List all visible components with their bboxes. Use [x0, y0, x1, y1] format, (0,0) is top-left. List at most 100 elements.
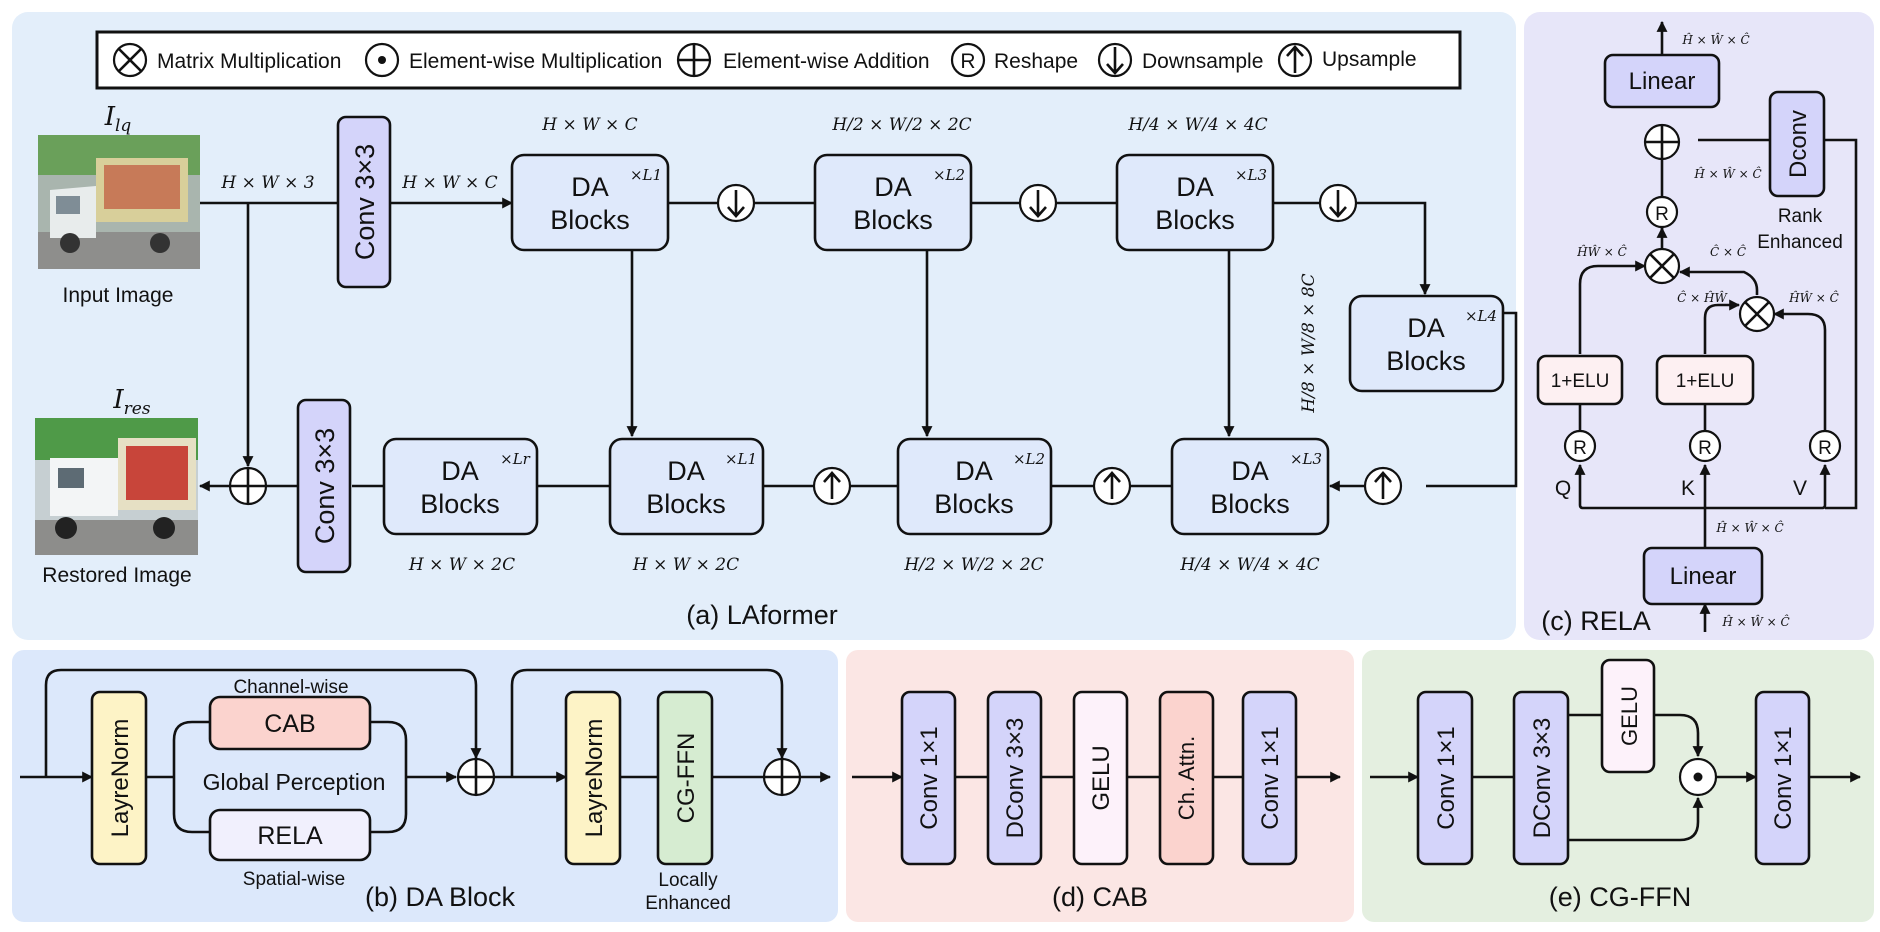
panel-a-caption: (a) LAformer — [686, 600, 838, 630]
legend-elemmul-label: Element-wise Multiplication — [409, 50, 662, 73]
svg-text:Blocks: Blocks — [420, 489, 500, 519]
da-block-dec2: DA Blocks ×L2 — [896, 437, 1053, 536]
rela-dim-in: Ĥ × Ŵ × Ĉ — [1721, 613, 1789, 629]
cab-gelu: GELU — [1088, 745, 1115, 810]
legend-matmul-label: Matrix Multiplication — [157, 50, 341, 73]
input-image — [38, 135, 200, 269]
da-block-add-1 — [456, 757, 496, 797]
upsample-node-3 — [812, 466, 852, 506]
legend: Matrix Multiplication Element-wise Multi… — [95, 30, 1462, 90]
cab-label: CAB — [264, 710, 315, 738]
da-block-dec1: DA Blocks ×L1 — [608, 437, 765, 536]
elemmul-icon — [364, 42, 400, 78]
rela-matmul-kv-icon — [1738, 295, 1776, 333]
svg-text:R: R — [1573, 438, 1587, 459]
svg-text:×L4: ×L4 — [1465, 307, 1497, 325]
rela-reshape-k: R — [1688, 429, 1722, 463]
panel-a-background — [12, 12, 1516, 640]
cgffn-conv2: Conv 1×1 — [1770, 726, 1797, 829]
dim-bottleneck: H/8 × W/8 × 8C — [1299, 273, 1319, 413]
conv-in-box — [336, 115, 392, 289]
rela-dconv: Dconv — [1785, 110, 1812, 178]
da-block-refine: DA Blocks ×Lr — [382, 437, 539, 536]
svg-text:DA: DA — [1407, 313, 1445, 343]
svg-text:DA: DA — [1231, 456, 1269, 486]
cgffn-gelu: GELU — [1617, 686, 1642, 746]
rela-elu-k-box — [1655, 354, 1755, 406]
enhanced-label: Enhanced — [645, 893, 731, 914]
da-block-add-2 — [762, 757, 802, 797]
layernorm-2-box — [564, 690, 622, 866]
dim-input: H × W × 3 — [220, 173, 314, 193]
svg-text:×L3: ×L3 — [1235, 166, 1267, 184]
dim-dec3: H/4 × W/4 × 4C — [1179, 555, 1319, 575]
rela-v: V — [1793, 477, 1807, 500]
dim-refine: H × W × 2C — [408, 555, 515, 575]
svg-text:×L2: ×L2 — [933, 166, 965, 184]
cg-ffn-box — [656, 690, 714, 866]
rela-k: K — [1681, 477, 1695, 500]
legend-box — [95, 30, 1462, 90]
dim-enc3: H/4 × W/4 × 4C — [1127, 115, 1267, 135]
svg-text:Blocks: Blocks — [646, 489, 726, 519]
cab-gelu-box — [1072, 690, 1129, 866]
cab-attn-box — [1158, 690, 1215, 866]
locally-label: Locally — [658, 870, 718, 891]
upsample-node-2 — [1092, 466, 1132, 506]
rela-enhanced: Enhanced — [1757, 232, 1843, 253]
legend-elemadd-label: Element-wise Addition — [723, 50, 930, 73]
svg-text:×Lr: ×Lr — [500, 450, 531, 468]
svg-text:DA: DA — [667, 456, 705, 486]
spatial-wise-label: Spatial-wise — [243, 869, 345, 890]
rela-linear-top-box — [1603, 53, 1721, 109]
restored-image — [35, 418, 198, 555]
upsample-icon — [1277, 42, 1313, 78]
dim-dec2: H/2 × W/2 × 2C — [903, 555, 1043, 575]
downsample-icon — [1097, 42, 1133, 78]
cg-ffn-label: CG-FFN — [673, 733, 700, 824]
legend-upsample-label: Upsample — [1322, 48, 1417, 71]
cgffn-elemmul-icon — [1678, 757, 1718, 797]
da-block-enc1: DA Blocks ×L1 — [510, 153, 670, 252]
rela-linear-bottom: Linear — [1670, 563, 1737, 590]
svg-text:DA: DA — [1176, 172, 1214, 202]
rela-q: Q — [1555, 477, 1571, 500]
input-image-label: Input Image — [63, 284, 174, 307]
channel-wise-label: Channel-wise — [233, 677, 348, 698]
cab-conv2-box — [1241, 690, 1298, 866]
downsample-node-2 — [1018, 183, 1058, 223]
svg-text:×L1: ×L1 — [725, 450, 757, 468]
dim-enc2: H/2 × W/2 × 2C — [831, 115, 971, 135]
rela-linear-bottom-box — [1642, 546, 1764, 606]
laformer-connections — [198, 197, 1518, 492]
cab-dconv-box — [986, 690, 1043, 866]
da-block-connections — [20, 668, 832, 834]
cgffn-conv1: Conv 1×1 — [1433, 726, 1460, 829]
upsample-node-1 — [1363, 466, 1403, 506]
panel-b-caption: (b) DA Block — [365, 882, 516, 912]
output-symbol: Ires — [112, 385, 150, 419]
dim-enc1: H × W × C — [541, 115, 637, 135]
svg-text:Blocks: Blocks — [550, 205, 630, 235]
rela-elu-k: 1+ELU — [1676, 371, 1735, 392]
cgffn-dconv-box — [1512, 690, 1570, 866]
svg-text:Blocks: Blocks — [1210, 489, 1290, 519]
reshape-icon: R — [950, 42, 986, 78]
legend-downsample-label: Downsample — [1142, 50, 1263, 73]
rela-linear-top: Linear — [1629, 68, 1696, 95]
rela-dim-q: ĤŴ × Ĉ — [1576, 243, 1627, 259]
restored-image-label: Restored Image — [42, 564, 191, 587]
cab-dconv: DConv 3×3 — [1002, 718, 1029, 839]
svg-text:DA: DA — [571, 172, 609, 202]
svg-text:DA: DA — [441, 456, 479, 486]
svg-text:DA: DA — [955, 456, 993, 486]
panel-d-caption: (d) CAB — [1052, 882, 1148, 912]
svg-text:Blocks: Blocks — [1386, 346, 1466, 376]
rela-elu-q-box — [1536, 354, 1624, 406]
cab-conv1-box — [900, 690, 957, 866]
svg-text:Blocks: Blocks — [853, 205, 933, 235]
svg-text:Blocks: Blocks — [1155, 205, 1235, 235]
cab-attn: Ch. Attn. — [1174, 736, 1199, 820]
svg-text:R: R — [1655, 204, 1669, 225]
